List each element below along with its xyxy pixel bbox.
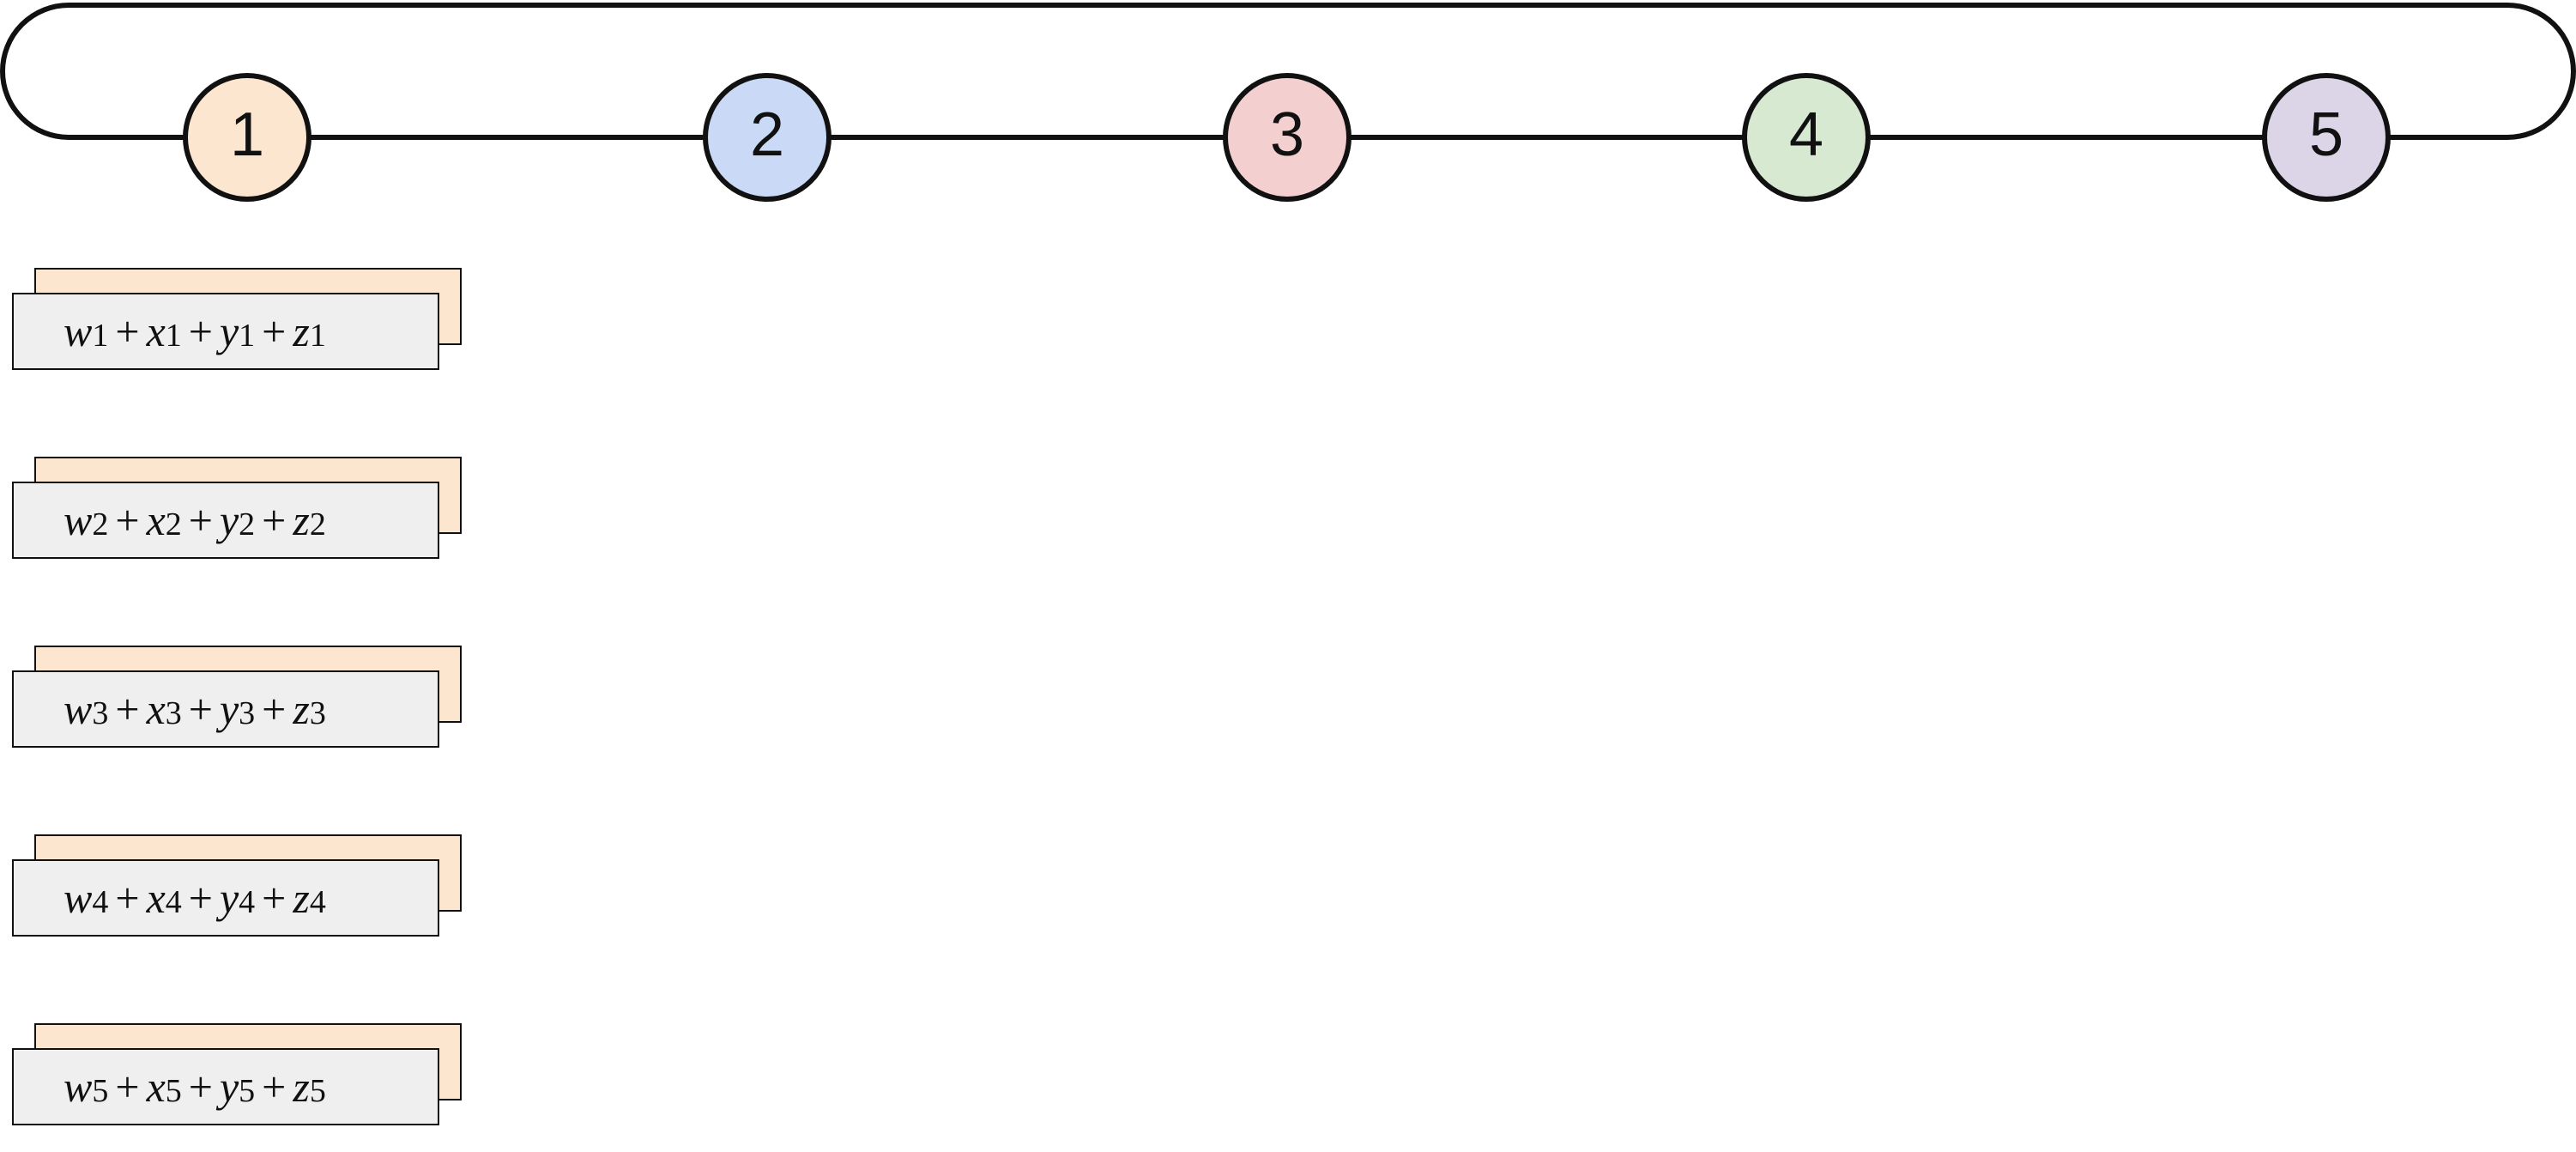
plus-sign: + (188, 874, 213, 922)
sum-card-3: w3+x3+y3+z3 (0, 646, 481, 757)
sum-expression-1: w1+x1+y1+z1 (63, 306, 326, 356)
sum-card-2: w2+x2+y2+z2 (0, 457, 481, 568)
sum-expression-4: w4+x4+y4+z4 (63, 873, 326, 923)
stage-label-5: 5 (2309, 100, 2343, 169)
plus-sign: + (188, 685, 213, 733)
subscript: 3 (165, 695, 182, 731)
card-face-4: w4+x4+y4+z4 (12, 859, 439, 937)
stage-label-2: 2 (750, 100, 784, 169)
subscript: 4 (165, 884, 182, 920)
card-face-1: w1+x1+y1+z1 (12, 293, 439, 370)
subscript: 4 (239, 884, 256, 920)
term-w: w (63, 496, 93, 544)
sum-expression-5: w5+x5+y5+z5 (63, 1062, 326, 1112)
plus-sign: + (115, 307, 140, 355)
sum-expression-3: w3+x3+y3+z3 (63, 684, 326, 734)
subscript: 2 (92, 506, 109, 543)
term-z: z (293, 874, 310, 922)
plus-sign: + (115, 874, 140, 922)
plus-sign: + (188, 307, 213, 355)
subscript: 1 (92, 318, 109, 354)
term-y: y (219, 1063, 239, 1111)
stage-label-4: 4 (1789, 100, 1823, 169)
subscript: 5 (92, 1073, 109, 1109)
term-y: y (219, 874, 239, 922)
stage-node-3: 3 (1223, 73, 1351, 202)
sum-card-1: w1+x1+y1+z1 (0, 268, 481, 379)
stage-node-2: 2 (703, 73, 831, 202)
subscript: 1 (239, 318, 256, 354)
sum-card-5: w5+x5+y5+z5 (0, 1023, 481, 1135)
plus-sign: + (262, 307, 287, 355)
plus-sign: + (262, 496, 287, 544)
plus-sign: + (188, 496, 213, 544)
sum-card-4: w4+x4+y4+z4 (0, 834, 481, 946)
plus-sign: + (262, 1063, 287, 1111)
subscript: 5 (239, 1073, 256, 1109)
stage-node-1: 1 (183, 73, 311, 202)
term-y: y (219, 685, 239, 733)
plus-sign: + (188, 1063, 213, 1111)
stage-circle-1 (183, 73, 311, 202)
term-z: z (293, 685, 310, 733)
subscript: 4 (92, 884, 109, 920)
subscript: 1 (165, 318, 182, 354)
stage-circle-4 (1742, 73, 1871, 202)
stage-circle-3 (1223, 73, 1351, 202)
term-z: z (293, 496, 310, 544)
term-w: w (63, 685, 93, 733)
stage-label-1: 1 (230, 100, 264, 169)
subscript: 2 (239, 506, 256, 543)
subscript: 4 (309, 884, 326, 920)
term-x: x (146, 496, 166, 544)
ring-loop (0, 2, 2576, 140)
term-x: x (146, 307, 166, 355)
subscript: 3 (309, 695, 326, 731)
card-face-2: w2+x2+y2+z2 (12, 482, 439, 559)
term-y: y (219, 307, 239, 355)
term-x: x (146, 1063, 166, 1111)
stage-node-5: 5 (2262, 73, 2391, 202)
stage-node-4: 4 (1742, 73, 1871, 202)
term-x: x (146, 685, 166, 733)
plus-sign: + (115, 685, 140, 733)
subscript: 3 (92, 695, 109, 731)
term-z: z (293, 1063, 310, 1111)
subscript: 2 (309, 506, 326, 543)
subscript: 2 (165, 506, 182, 543)
term-w: w (63, 874, 93, 922)
plus-sign: + (115, 1063, 140, 1111)
plus-sign: + (115, 496, 140, 544)
card-face-5: w5+x5+y5+z5 (12, 1048, 439, 1125)
subscript: 1 (309, 318, 326, 354)
ring-diagram: 1 2 3 4 5 (0, 2, 2576, 202)
plus-sign: + (262, 874, 287, 922)
stage-circle-2 (703, 73, 831, 202)
term-w: w (63, 1063, 93, 1111)
stage-circle-5 (2262, 73, 2391, 202)
term-y: y (219, 496, 239, 544)
stage-label-3: 3 (1270, 100, 1304, 169)
subscript: 5 (309, 1073, 326, 1109)
term-z: z (293, 307, 310, 355)
term-x: x (146, 874, 166, 922)
plus-sign: + (262, 685, 287, 733)
subscript: 3 (239, 695, 256, 731)
card-face-3: w3+x3+y3+z3 (12, 670, 439, 748)
term-w: w (63, 307, 93, 355)
subscript: 5 (165, 1073, 182, 1109)
sum-expression-2: w2+x2+y2+z2 (63, 495, 326, 545)
